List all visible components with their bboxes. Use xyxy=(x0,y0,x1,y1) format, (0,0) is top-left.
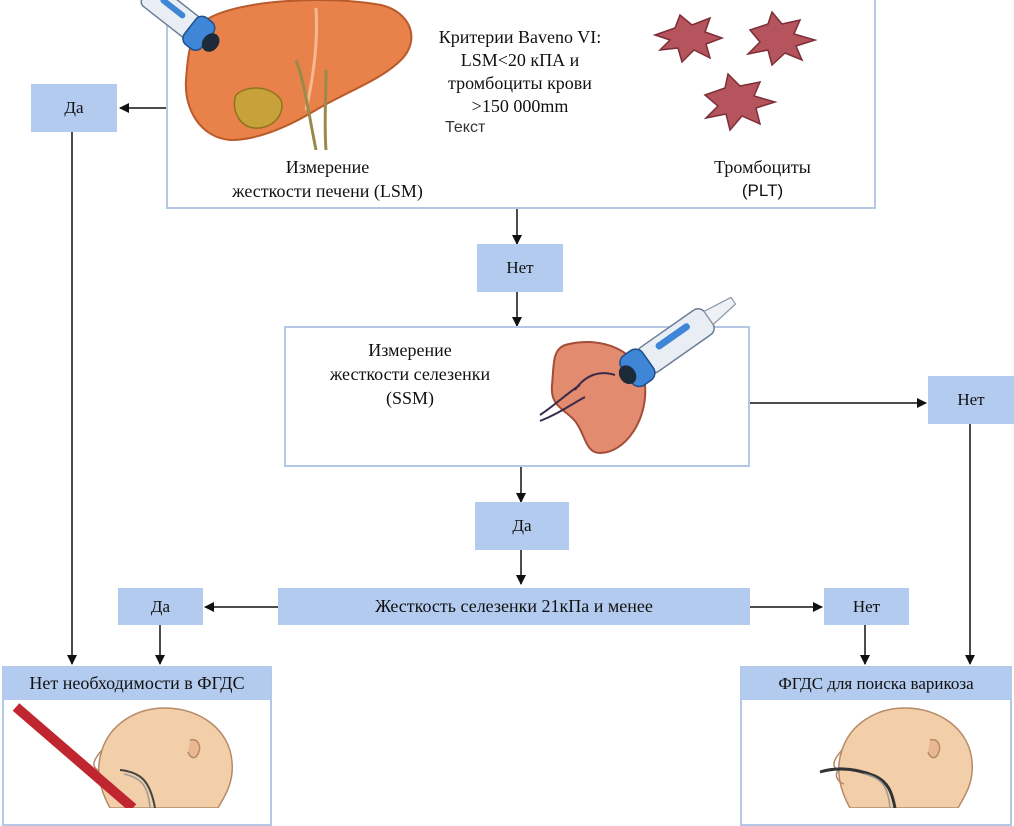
no-egd-title: Нет необходимости в ФГДС xyxy=(3,667,271,700)
platelet-icon xyxy=(652,10,818,132)
yes-label-after-spleen: Да xyxy=(475,502,569,550)
strike-icon xyxy=(12,703,137,808)
liver-caption: Измерение жесткости печени (LSM) xyxy=(232,157,423,201)
platelets-caption-line1: Тромбоциты xyxy=(714,157,811,177)
probe-icon xyxy=(140,0,220,52)
no-label-after-top: Нет xyxy=(477,244,563,292)
head-profile-icon xyxy=(93,707,234,808)
no-label-bottom-mid: Нет xyxy=(824,588,909,625)
connector-layer xyxy=(67,103,975,665)
probe-icon xyxy=(618,296,737,388)
platelets-caption-line2: (PLT) xyxy=(741,181,784,200)
yes-label-bottom-left: Да xyxy=(118,588,203,625)
threshold-bar: Жесткость селезенки 21кПа и менее xyxy=(278,588,750,625)
criteria-text: Критерии Baveno VI: LSM<20 кПА и тромбоц… xyxy=(438,27,602,116)
spleen-caption: Измерение жесткости селезенки (SSM) xyxy=(329,340,491,408)
no-label-right: Нет xyxy=(928,376,1014,424)
head-profile-icon xyxy=(819,707,974,808)
liver-icon xyxy=(184,0,413,150)
egd-title: ФГДС для поиска варикоза xyxy=(741,667,1011,700)
placeholder-text: Текст xyxy=(445,119,486,136)
yes-label-top-left: Да xyxy=(31,84,117,132)
